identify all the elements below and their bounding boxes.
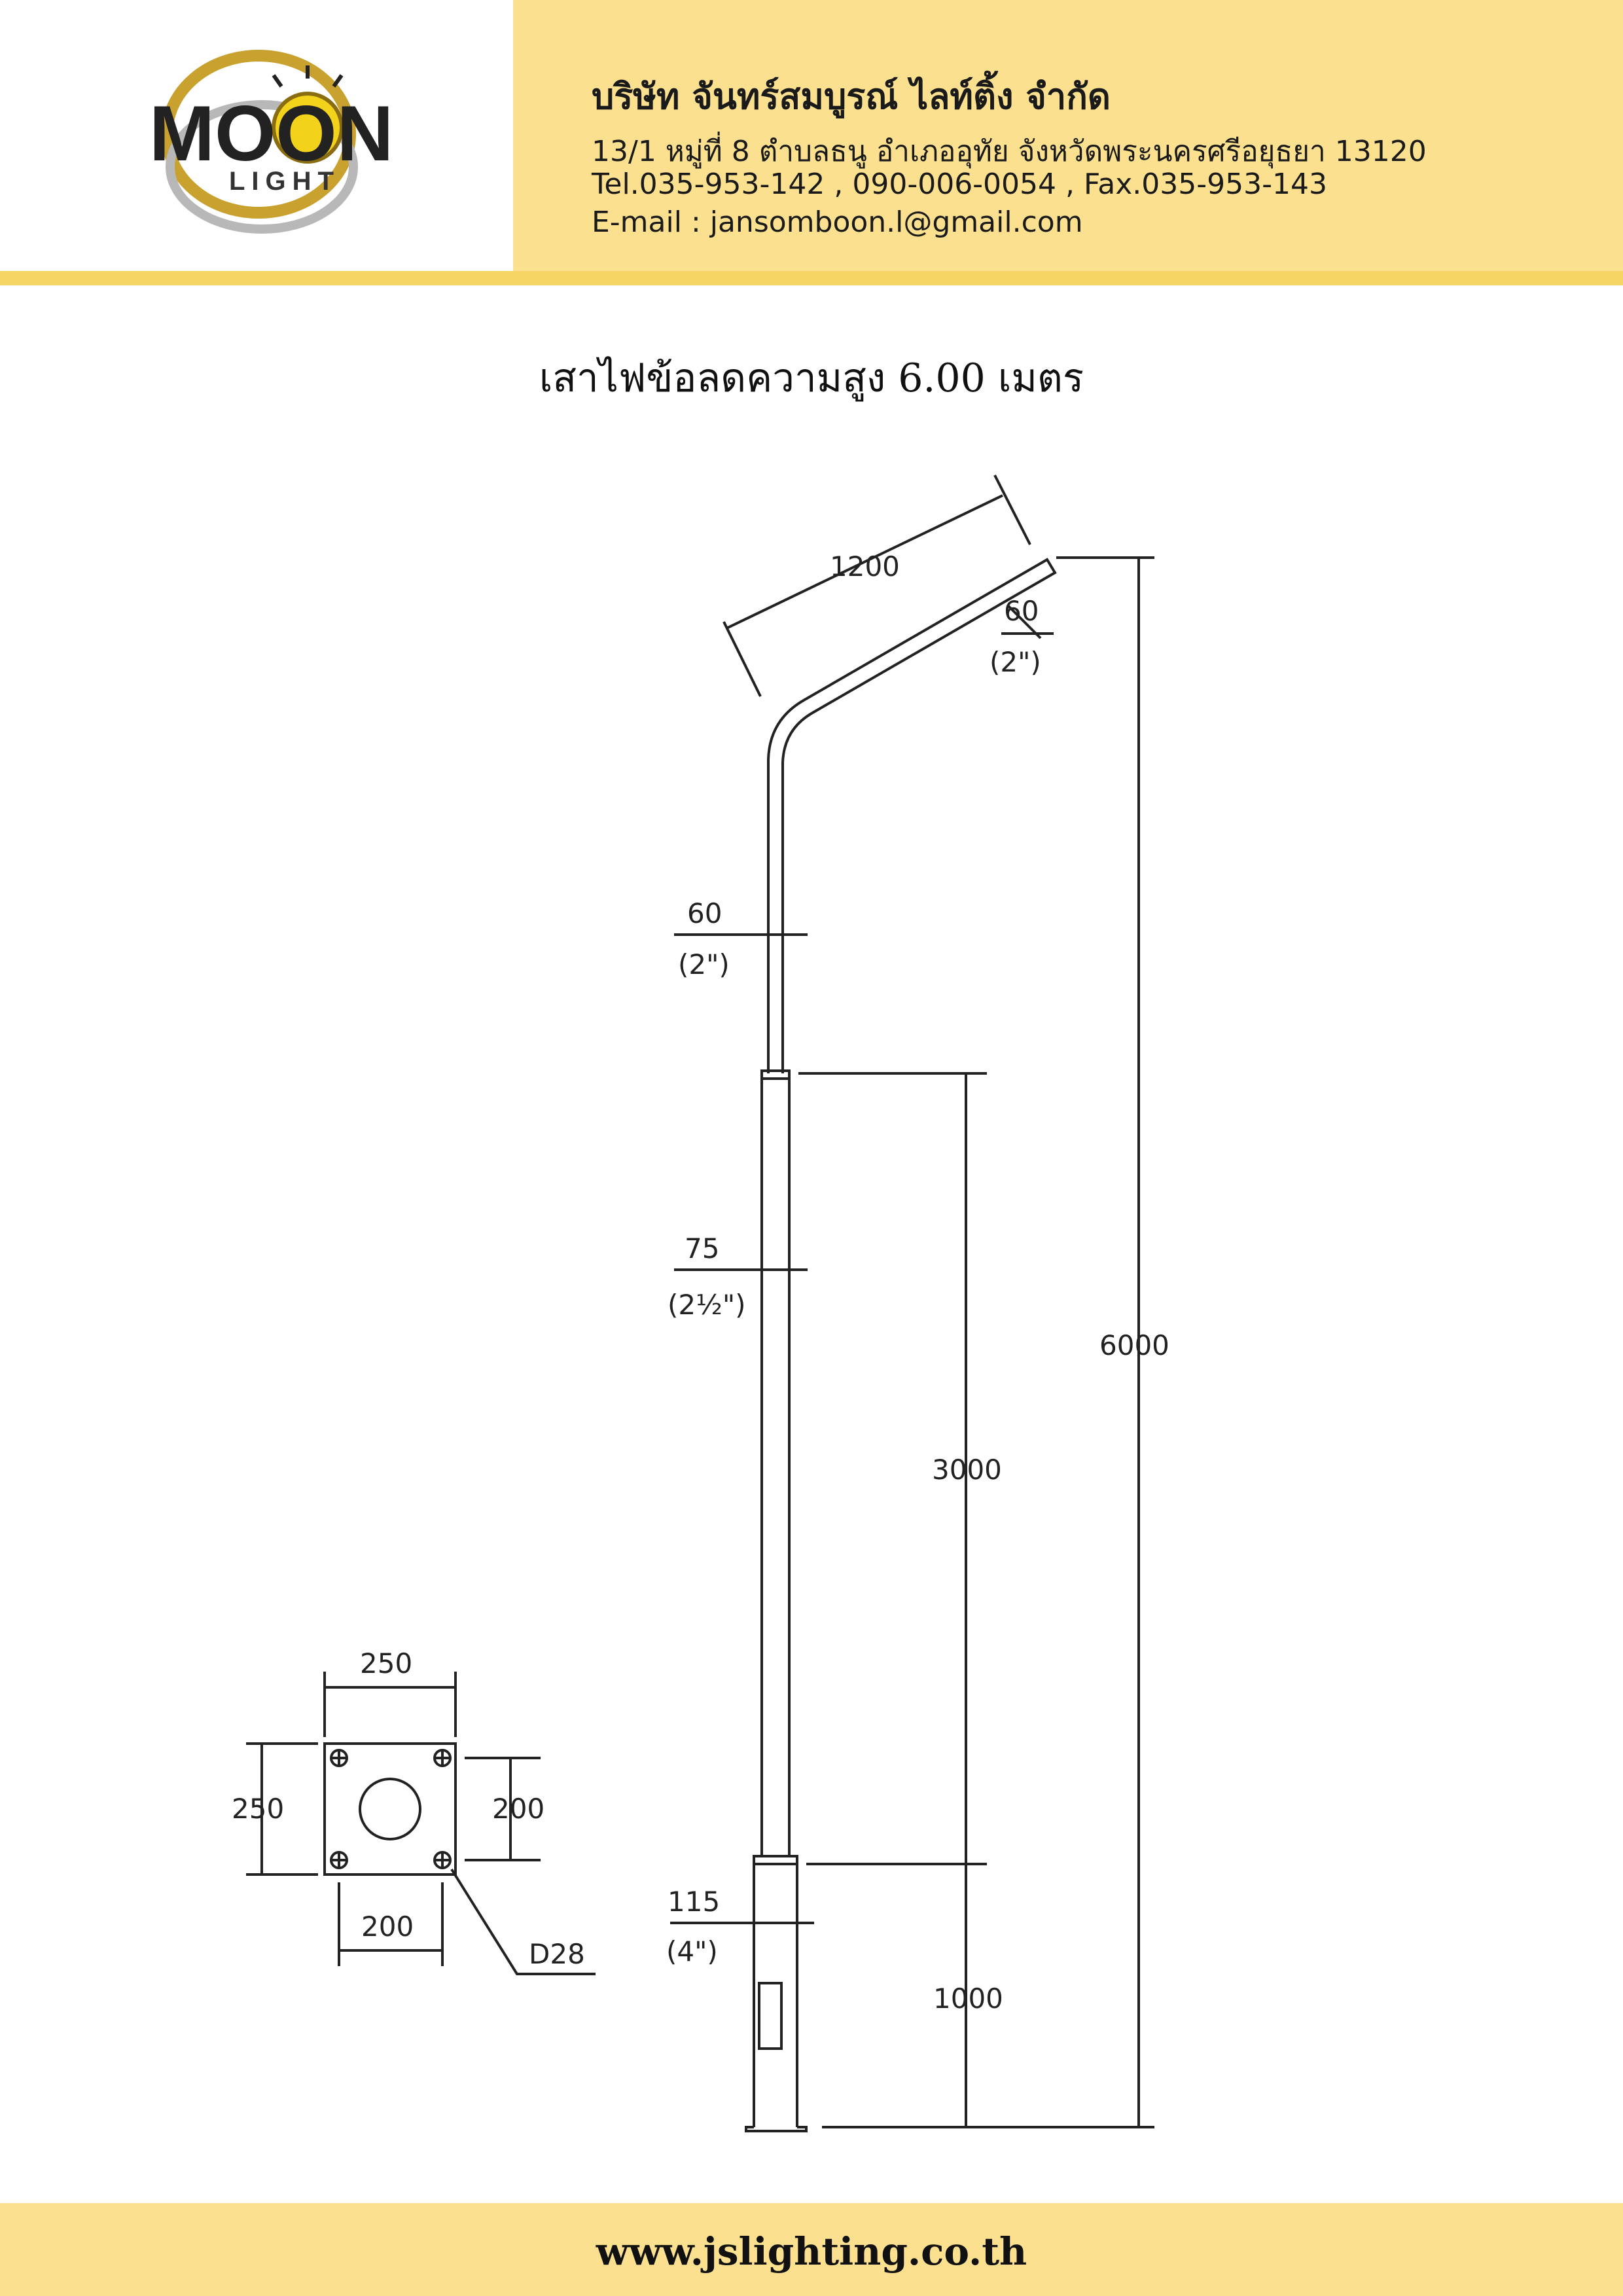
svg-text:LIGHT: LIGHT: [229, 167, 340, 196]
dim-mid-dia: 75: [685, 1232, 719, 1265]
pole-handhole: [758, 1982, 783, 2050]
drawing-title: เสาไฟข้อลดความสูง 6.00 เมตร: [539, 355, 1084, 401]
company-address: 13/1 หมู่ที่ 8 ตำบลธนู อำเภออุทัย จังหวั…: [592, 135, 1427, 168]
dim-arm-dia-in: (2"): [990, 646, 1041, 678]
header-band: [513, 0, 1623, 271]
base-plate: [323, 1742, 457, 1876]
dim-base-height: 1000: [933, 1982, 1003, 2015]
company-email: E-mail : jansomboon.l@gmail.com: [592, 206, 1083, 239]
dim-total-height: 6000: [1099, 1329, 1169, 1361]
dim-top-dia-in: (2"): [678, 948, 730, 980]
company-phone: Tel.035-953-142 , 090-006-0054 , Fax.035…: [592, 168, 1327, 201]
bulb-icon: [274, 94, 342, 162]
dim-base-dia: 115: [668, 1886, 720, 1918]
footer-website[interactable]: www.jslighting.co.th: [596, 2229, 1027, 2274]
dim-bolt-spacing-v: 200: [492, 1793, 544, 1825]
dim-plate-width: 250: [360, 1647, 412, 1679]
footer: www.jslighting.co.th: [0, 2203, 1623, 2296]
dim-arm-length: 1200: [830, 550, 900, 583]
base-plate-center-hole: [359, 1778, 421, 1840]
dim-bolt-spacing-h: 200: [361, 1910, 414, 1943]
dim-middle-height: 3000: [932, 1454, 1002, 1486]
svg-text:MOON: MOON: [149, 90, 393, 177]
dim-plate-height: 250: [232, 1793, 284, 1825]
moon-light-logo: MOON LIGHT: [149, 50, 393, 234]
logo-area: MOON LIGHT: [0, 0, 513, 271]
pole-joint-upper: [760, 1069, 791, 1080]
header: MOON LIGHT บริษัท จันทร์สมบูรณ์ ไลท์ติ้ง…: [0, 0, 1623, 288]
header-rule: [0, 271, 1623, 285]
company-name: บริษัท จันทร์สมบูรณ์ ไลท์ติ้ง จำกัด: [592, 76, 1111, 117]
dim-mid-dia-in: (2½"): [668, 1289, 746, 1321]
pole-arm: [767, 558, 1057, 890]
pole-joint-lower: [753, 1855, 798, 1865]
dim-arm-dia: 60: [1004, 595, 1039, 627]
dim-bolt-hole: D28: [529, 1938, 585, 1970]
dim-base-dia-in: (4"): [666, 1935, 718, 1967]
pole-base: [745, 2126, 808, 2132]
dim-top-dia: 60: [687, 897, 722, 929]
